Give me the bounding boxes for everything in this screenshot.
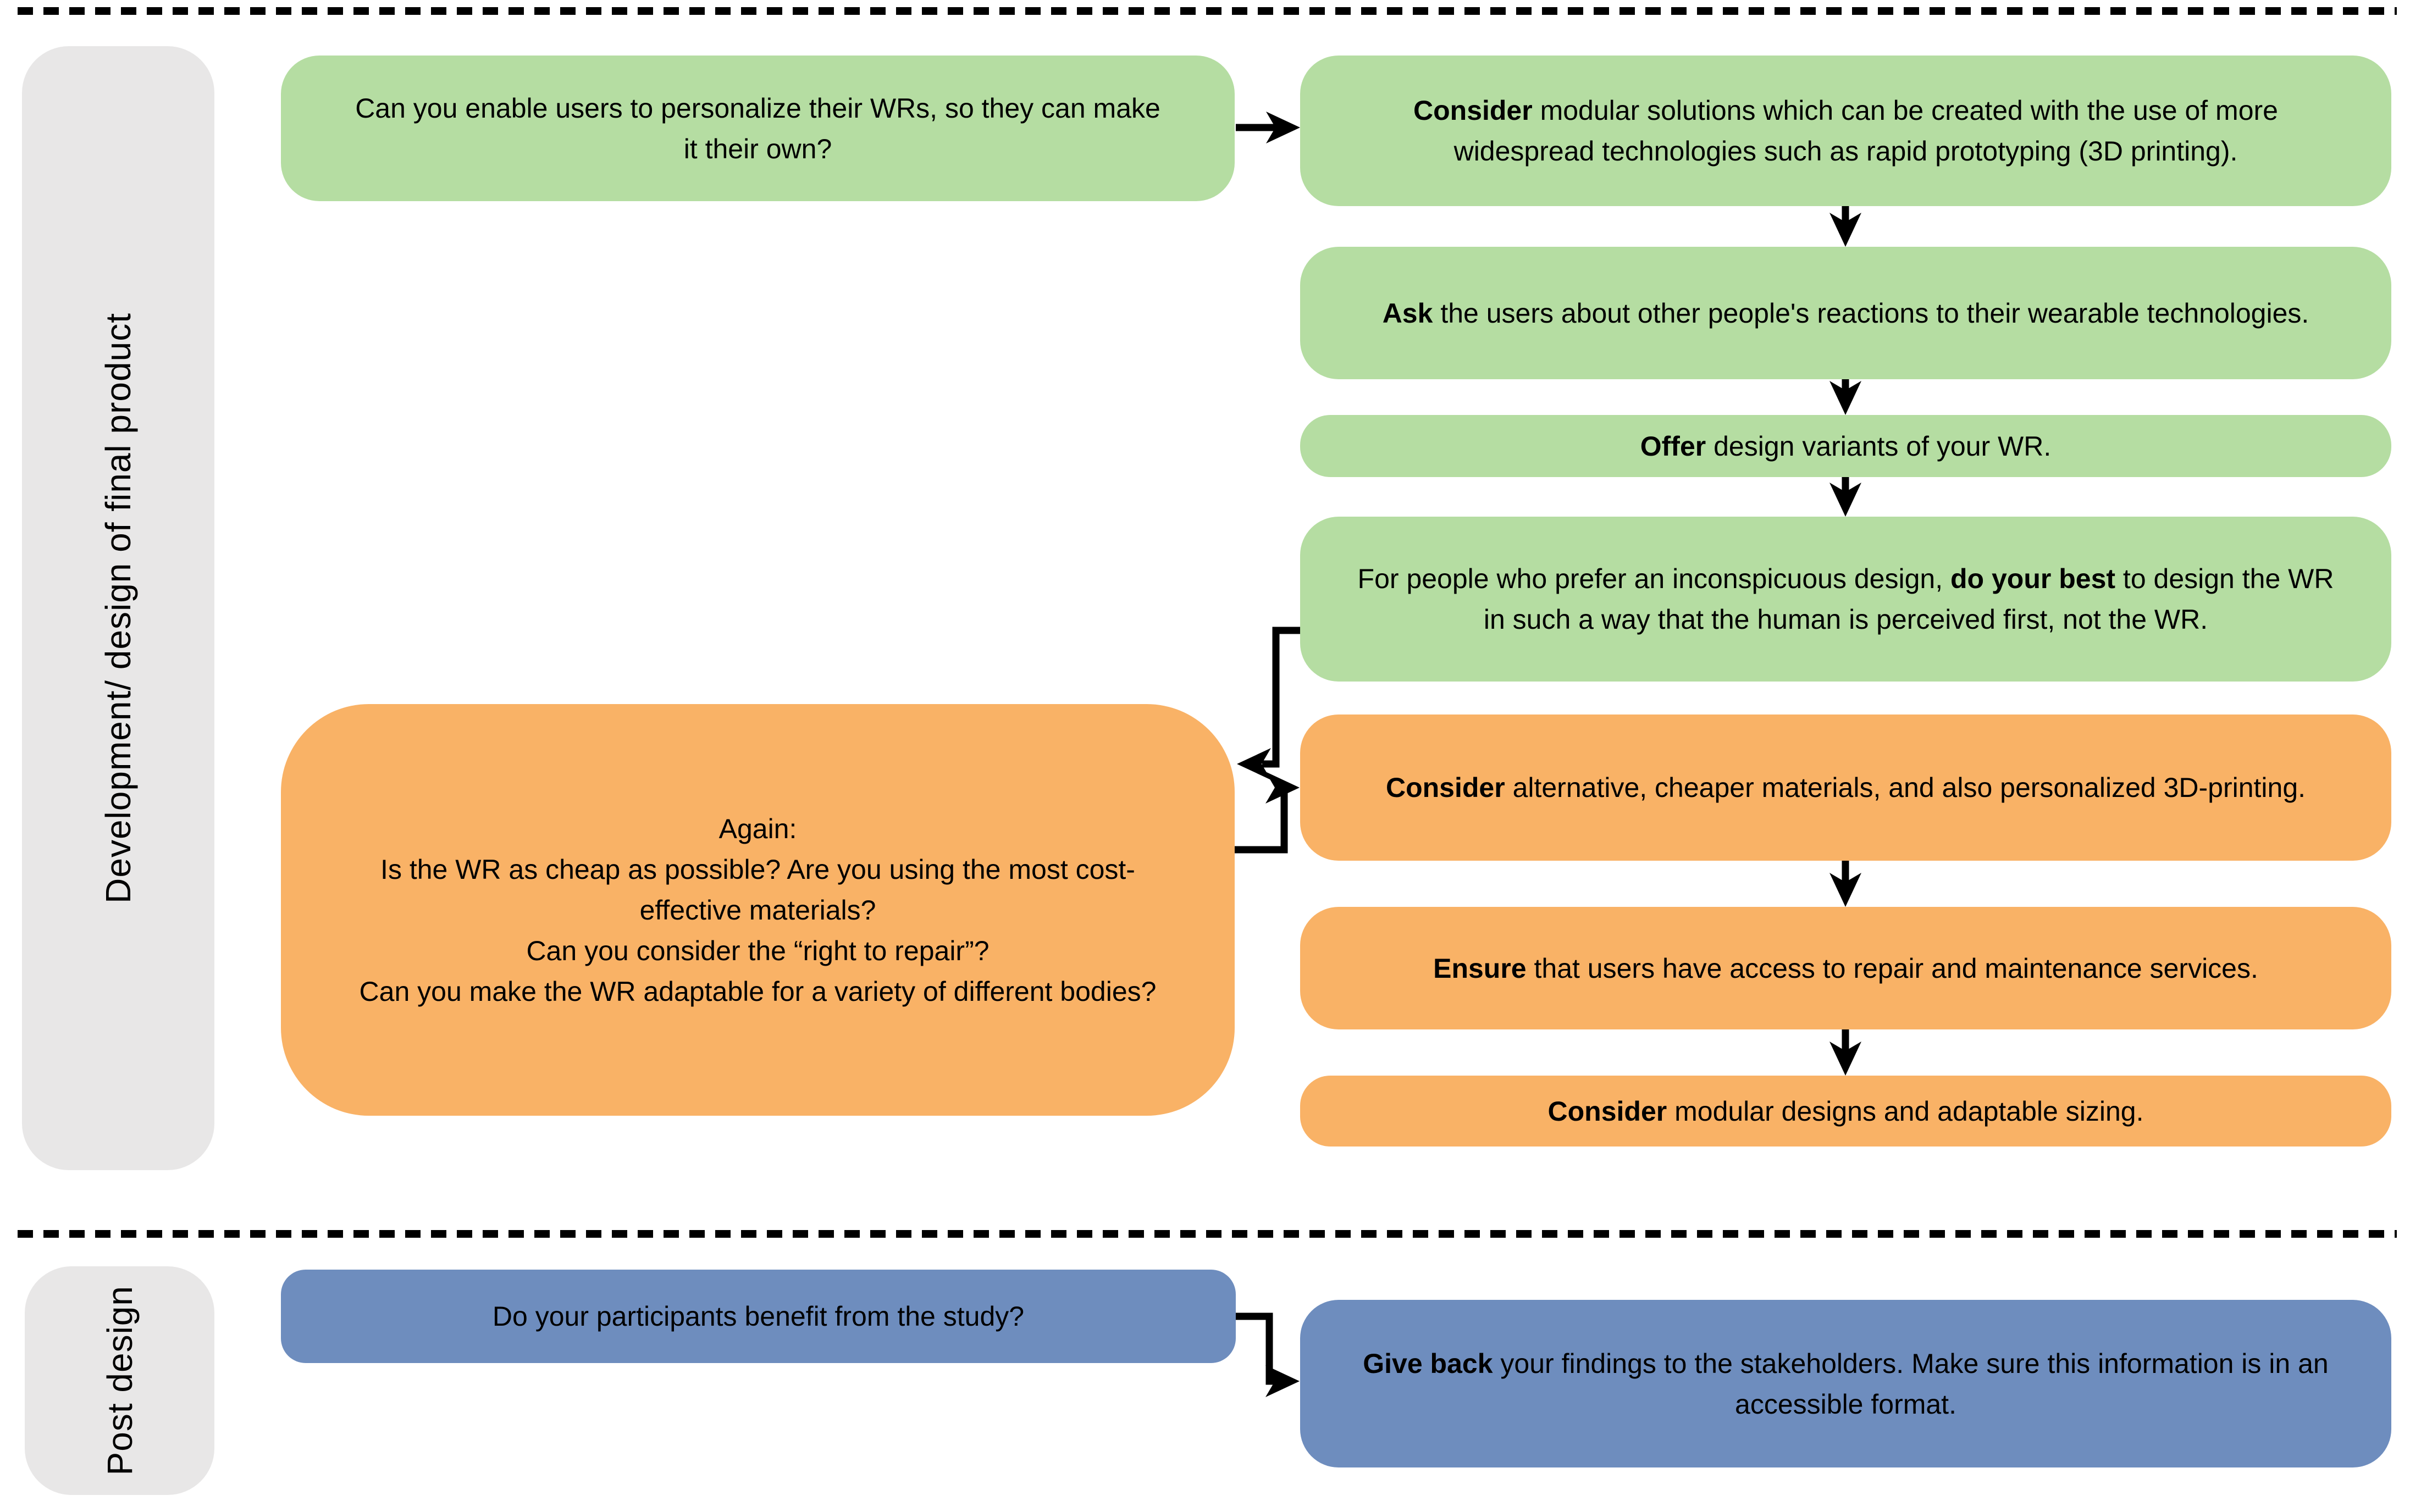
node-text: design variants of your WR.	[1706, 430, 2052, 462]
node-text-bold: do your best	[1950, 563, 2116, 594]
node-text: modular solutions which can be created w…	[1453, 95, 2278, 167]
node-text: Can you enable users to personalize thei…	[355, 92, 1160, 164]
node-text: to design the WR in such a way that the …	[1483, 563, 2334, 635]
node-consider-modular-solutions: Consider modular solutions which can be …	[1300, 56, 2391, 206]
section-rail-development: Development/ design of final product	[22, 46, 214, 1170]
connector-a1-b1	[1236, 112, 1300, 143]
node-text-bold: Consider	[1547, 1095, 1667, 1127]
node-offer-design-variants: Offer design variants of your WR.	[1300, 415, 2391, 477]
connector-b5-b6	[1829, 861, 1861, 907]
node-text: your findings to the stakeholders. Make …	[1493, 1348, 2329, 1420]
node-text-line: Can you consider the “right to repair”?	[526, 935, 990, 966]
node-text-line: Again:	[718, 813, 797, 844]
node-text-bold: Give back	[1363, 1348, 1493, 1379]
connector-b4-a2	[1237, 627, 1300, 780]
node-ask-users-reactions: Ask the users about other people's react…	[1300, 247, 2391, 379]
node-text-line: Is the WR as cheap as possible? Are you …	[380, 854, 1135, 926]
connector-a3-b8	[1236, 1312, 1300, 1397]
section-label-post-design: Post design	[100, 1286, 140, 1476]
connector-b1-b2	[1829, 206, 1861, 247]
node-inconspicuous-design: For people who prefer an inconspicuous d…	[1300, 517, 2391, 682]
node-text-bold: Consider	[1413, 95, 1533, 126]
node-cost-questions: Again: Is the WR as cheap as possible? A…	[281, 704, 1235, 1116]
node-text-bold: Offer	[1640, 430, 1706, 462]
node-text: alternative, cheaper materials, and also…	[1505, 772, 2306, 803]
node-consider-modular-designs: Consider modular designs and adaptable s…	[1300, 1076, 2391, 1147]
node-text: For people who prefer an inconspicuous d…	[1357, 563, 1950, 594]
connector-b6-b7	[1829, 1029, 1861, 1076]
node-give-back-findings: Give back your findings to the stakehold…	[1300, 1300, 2391, 1467]
section-label-development: Development/ design of final product	[98, 313, 138, 904]
node-participants-benefit-question: Do your participants benefit from the st…	[281, 1270, 1236, 1363]
section-rail-post-design: Post design	[25, 1266, 214, 1495]
node-ensure-repair-access: Ensure that users have access to repair …	[1300, 907, 2391, 1029]
connector-b3-b4	[1829, 477, 1861, 517]
node-text-bold: Ensure	[1433, 952, 1527, 984]
node-text: Do your participants benefit from the st…	[492, 1301, 1025, 1332]
connector-a2-b5	[1235, 772, 1300, 854]
node-personalize-question: Can you enable users to personalize thei…	[281, 56, 1235, 201]
node-text-line: Can you make the WR adaptable for a vari…	[359, 976, 1157, 1007]
node-text: that users have access to repair and mai…	[1526, 952, 2258, 984]
node-text-bold: Ask	[1382, 297, 1433, 329]
node-consider-cheaper-materials: Consider alternative, cheaper materials,…	[1300, 715, 2391, 861]
node-text: the users about other people's reactions…	[1433, 297, 2309, 329]
node-text: modular designs and adaptable sizing.	[1667, 1095, 2144, 1127]
connector-b2-b3	[1829, 379, 1861, 415]
node-text-bold: Consider	[1385, 772, 1505, 803]
